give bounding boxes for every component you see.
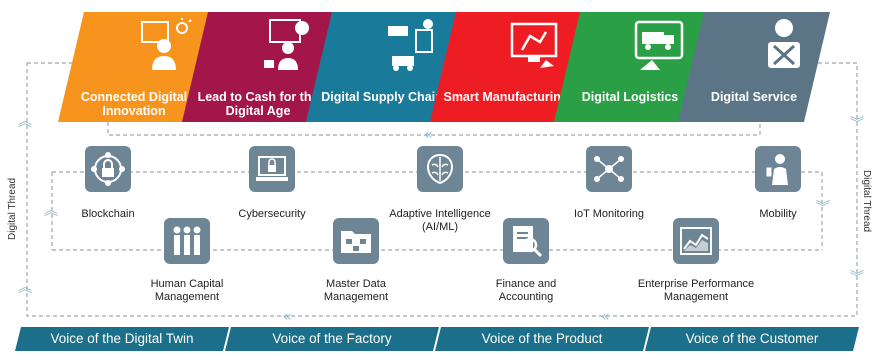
- people-group-icon: [173, 226, 201, 255]
- pillar-digital-service: Digital Service: [678, 12, 830, 122]
- cap-label-iot-monitoring: IoT Monitoring: [573, 208, 645, 220]
- laptop-lock-icon: [256, 156, 288, 181]
- svg-text:︽: ︽: [44, 203, 58, 219]
- pillar-label: Connected Digital Innovation: [80, 90, 188, 118]
- pillar-digital-logistics: Digital Logistics: [554, 12, 706, 122]
- tile-human-capital: [164, 218, 210, 264]
- cap-label-blockchain: Blockchain: [81, 208, 135, 220]
- svg-text:︾: ︾: [850, 116, 864, 132]
- line-chart-icon: [680, 227, 712, 255]
- voice-digital-twin: Voice of the Digital Twin: [15, 327, 229, 351]
- iot-network-icon: [594, 156, 624, 182]
- voice-label: Voice of the Digital Twin: [50, 331, 194, 346]
- svg-text:︽: ︽: [18, 280, 32, 296]
- cap-label-master-data: Master Data Management: [323, 278, 389, 303]
- report-magnifier-icon: [513, 226, 543, 258]
- tile-epm: [673, 218, 719, 264]
- pillar-lead-to-cash: Lead to Cash for the Digital Age: [182, 12, 334, 122]
- left-thread-label: Digital Thread: [7, 177, 18, 240]
- cap-label-epm: Enterprise Performance Management: [637, 278, 755, 303]
- voice-factory: Voice of the Factory: [225, 327, 439, 351]
- tile-finance: [503, 218, 549, 264]
- cap-label-cybersecurity: Cybersecurity: [238, 208, 306, 220]
- cap-label-mobility: Mobility: [759, 208, 797, 220]
- pillar-label: Digital Service: [710, 90, 798, 104]
- pillar-smart-manufacturing: Smart Manufacturing: [430, 12, 582, 122]
- pillar-label: Digital Supply Chain: [321, 90, 443, 104]
- pillar-label: Lead to Cash for the Digital Age: [197, 90, 319, 118]
- svg-text:︾: ︾: [850, 270, 864, 286]
- tile-cybersecurity: [249, 146, 295, 192]
- voice-product: Voice of the Product: [435, 327, 649, 351]
- voice-label: Voice of the Product: [481, 331, 603, 346]
- svg-text:«: «: [283, 309, 292, 325]
- cap-label-human-capital: Human Capital Management: [150, 278, 224, 303]
- voice-customer: Voice of the Customer: [645, 327, 859, 351]
- voice-label: Voice of the Factory: [272, 331, 392, 346]
- pillar-connected-digital-innovation: Connected Digital Innovation: [58, 12, 210, 122]
- tile-master-data: [333, 218, 379, 264]
- tile-adaptive-intelligence: [417, 146, 463, 192]
- cap-label-adaptive-intelligence: Adaptive Intelligence (AI/ML): [389, 208, 491, 233]
- tile-blockchain: [85, 146, 131, 192]
- folder-network-icon: [341, 231, 371, 253]
- brain-icon: [426, 153, 454, 185]
- pillar-label: Smart Manufacturing: [443, 90, 569, 104]
- cap-label-finance: Finance and Accounting: [495, 278, 557, 303]
- chevron-arrows: ︽ ︽ ︾ ︾ ︽ ︾ « « «: [18, 114, 864, 325]
- pillar-digital-supply-chain: Digital Supply Chain: [306, 12, 458, 122]
- svg-text:︽: ︽: [18, 114, 32, 130]
- tile-iot-monitoring: [586, 146, 632, 192]
- svg-text:«: «: [601, 309, 610, 325]
- svg-text:«: «: [424, 127, 433, 143]
- tile-mobility: [755, 146, 801, 192]
- pillar-label: Digital Logistics: [581, 90, 679, 104]
- right-thread-label: Digital Thread: [861, 170, 872, 233]
- blockchain-lock-icon: [91, 152, 125, 186]
- person-phone-icon: [765, 154, 788, 185]
- voice-label: Voice of the Customer: [685, 331, 819, 346]
- svg-text:︾: ︾: [816, 200, 830, 216]
